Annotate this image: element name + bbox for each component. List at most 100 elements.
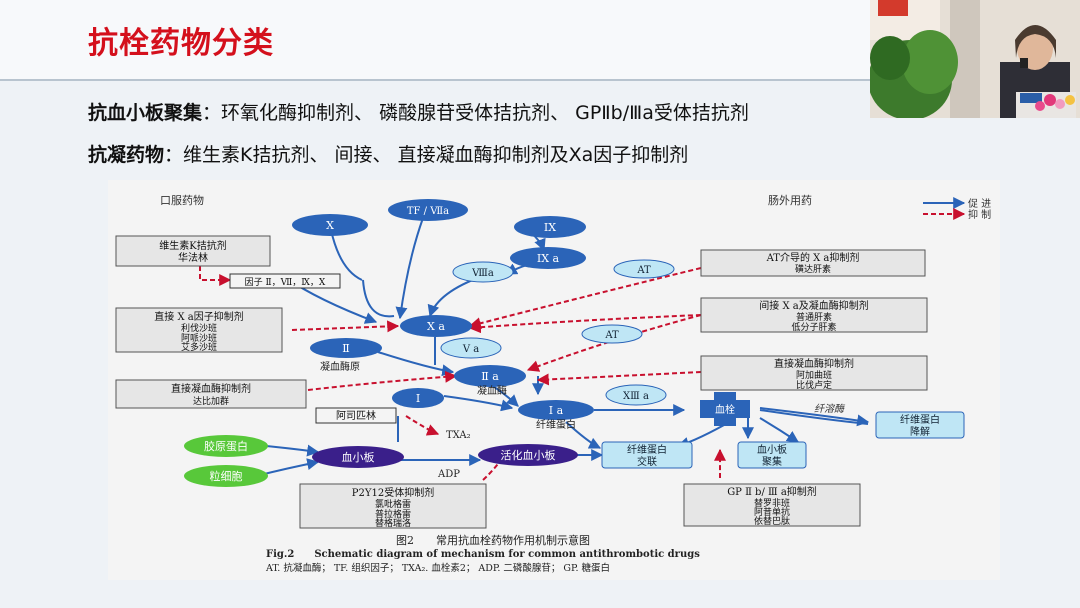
txa2-label: TXA₂: [446, 430, 471, 441]
anticoagulant-line: 抗凝药物：维生素K拮抗剂、 间接、 直接凝血酶抑制剂及Xa因子抑制剂: [88, 140, 688, 167]
ia-sub-label: 纤维蛋白: [536, 418, 576, 431]
factor-box: 因子 Ⅱ，Ⅶ，Ⅸ，Ⅹ: [229, 273, 341, 289]
node-xa: X a: [400, 315, 472, 337]
dti-oral-2: 达比加群: [193, 395, 229, 407]
mechanism-diagram: 口服药物 肠外用药 促 进 抑 制: [108, 180, 1000, 580]
p2y12-1: P2Y12受体抑制剂: [352, 486, 434, 499]
factor-label: 因子 Ⅱ，Ⅶ，Ⅸ，Ⅹ: [245, 277, 326, 288]
p2y12-3: 普拉格雷: [375, 508, 411, 520]
indirect-1: 间接 X a及凝血酶抑制剂: [759, 299, 868, 312]
node-platelet: 血小板: [312, 446, 404, 468]
activated-platelet-label: 活化血小板: [501, 448, 556, 462]
legend-inhibit: 抑 制: [968, 208, 991, 221]
p2y12-4: 替格瑞洛: [375, 517, 411, 529]
xa-label: X a: [427, 320, 445, 333]
antiplatelet-text: 环氧化酶抑制剂、 磷酸腺苷受体拮抗剂、 GPⅡb/Ⅲa受体拮抗剂: [221, 102, 749, 124]
antiplatelet-sep: ：: [202, 102, 222, 124]
node-granule: 粒细胞: [184, 465, 268, 487]
node-activated-platelet: 活化血小板: [478, 444, 578, 466]
i-label: I: [416, 392, 420, 405]
ia-label: I a: [549, 404, 564, 417]
node-at2: AT: [581, 324, 643, 344]
dti-par-2: 阿加曲班: [796, 369, 832, 381]
direct-xa-1: 直接 X a因子抑制剂: [154, 310, 243, 323]
collagen-label: 胶原蛋白: [204, 439, 248, 453]
node-ii: Ⅱ 凝血酶原: [310, 338, 382, 373]
indirect-3: 低分子肝素: [791, 321, 836, 333]
vka-1: 维生素K拮抗剂: [159, 239, 226, 252]
parenteral-header: 肠外用药: [768, 194, 812, 207]
ii-label: Ⅱ: [342, 342, 349, 355]
xiiia-label: XⅢ a: [623, 391, 649, 402]
slide-title: 抗栓药物分类: [88, 26, 274, 61]
direct-xa-4: 艾多沙班: [181, 341, 217, 353]
aspirin-box: 阿司匹林: [315, 407, 397, 424]
anticoagulant-label: 抗凝药物: [88, 144, 165, 166]
ix-label: IX: [544, 221, 556, 234]
node-collagen: 胶原蛋白: [184, 435, 268, 457]
node-va: V a: [440, 337, 502, 359]
ixa-label: IX a: [537, 252, 560, 265]
anticoagulant-sep: ：: [164, 144, 184, 166]
presenter-video-image: [870, 0, 1080, 118]
fibrin-crosslink-2: 交联: [637, 455, 657, 468]
presenter-video: [870, 0, 1080, 118]
vka-2: 华法林: [178, 251, 208, 264]
platelet-agg-1: 血小板: [757, 443, 787, 456]
node-xiiia: XⅢ a: [605, 384, 667, 406]
fibrin-deg-2: 降解: [910, 425, 930, 438]
at-xa-1: AT介导的 X a抑制剂: [766, 251, 860, 264]
thrombus-label: 血栓: [715, 403, 735, 416]
node-at1: AT: [613, 259, 675, 279]
title-divider: [0, 79, 1080, 81]
granule-label: 粒细胞: [210, 469, 243, 483]
gp-2: 替罗非班: [754, 497, 790, 509]
adp-label: ADP: [437, 469, 460, 480]
fibrinolytic-arrow: [759, 409, 869, 425]
dti-par-1: 直接凝血酶抑制剂: [774, 357, 854, 370]
direct-xa-2: 利伐沙班: [181, 322, 217, 334]
anticoagulant-text: 维生素K拮抗剂、 间接、 直接凝血酶抑制剂及Xa因子抑制剂: [183, 144, 689, 166]
inhibit-arrows: [199, 266, 726, 481]
node-ixa: IX a: [510, 247, 586, 269]
node-i: I: [392, 388, 444, 408]
direct-xa-3: 阿哌沙班: [181, 332, 217, 344]
dti-par-3: 比伐卢定: [796, 379, 832, 391]
iia-label: Ⅱ a: [481, 370, 499, 383]
gp-3: 阿昔单抗: [754, 506, 790, 518]
at1-label: AT: [636, 265, 651, 276]
gp-1: GP Ⅱ b/ Ⅲ a抑制剂: [727, 485, 817, 498]
figure-caption-cn: 图2 常用抗血栓药物作用机制示意图: [396, 533, 590, 547]
box-platelet-aggregation: 血小板聚集: [737, 441, 807, 469]
iia-sub-label: 凝血酶: [477, 384, 507, 397]
dti-oral-1: 直接凝血酶抑制剂: [171, 382, 251, 395]
figure-caption-en: Fig.2 Schematic diagram of mechanism for…: [266, 549, 700, 560]
thrombus-cross: 血栓: [700, 392, 750, 426]
oral-header: 口服药物: [160, 193, 204, 207]
gp-4: 依替巴肽: [754, 515, 790, 527]
node-x: X: [292, 214, 368, 236]
at-xa-2: 磺达肝素: [795, 263, 831, 275]
x-label: X: [326, 219, 334, 232]
legend-promote: 促 进: [968, 197, 991, 210]
node-tf: TF / Ⅶa: [388, 199, 468, 221]
p2y12-2: 氯吡格雷: [375, 498, 411, 510]
va-label: V a: [462, 344, 479, 355]
fibrinolytic-label: 纤溶酶: [814, 403, 846, 415]
ii-sub-label: 凝血酶原: [320, 360, 360, 373]
fibrin-deg-1: 纤维蛋白: [900, 413, 940, 426]
title-bar: [0, 0, 870, 80]
figure-abbreviations: AT. 抗凝血酶； TF. 组织因子； TXA₂. 血栓素2； ADP. 二磷酸…: [265, 562, 610, 574]
node-viiia: Ⅷa: [452, 261, 514, 283]
